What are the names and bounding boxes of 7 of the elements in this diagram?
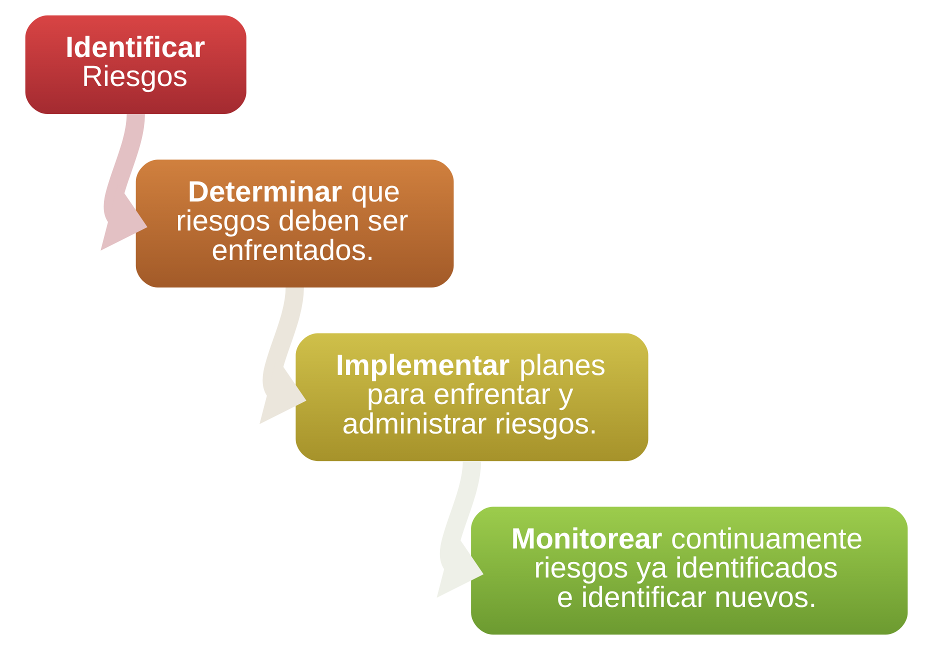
node-box: Monitorear continuamente riesgos ya identificados e identificar nuevos. (470, 506, 908, 635)
node-box: Implementar planes para enfrentar y administrar riesgos. (295, 333, 648, 462)
node-box: Identificar Riesgos (24, 15, 246, 114)
arrow (100, 113, 147, 251)
arrow (436, 460, 484, 598)
arrow (259, 286, 306, 424)
node-box: Determinar que riesgos deben ser enfrentados. (135, 160, 454, 288)
